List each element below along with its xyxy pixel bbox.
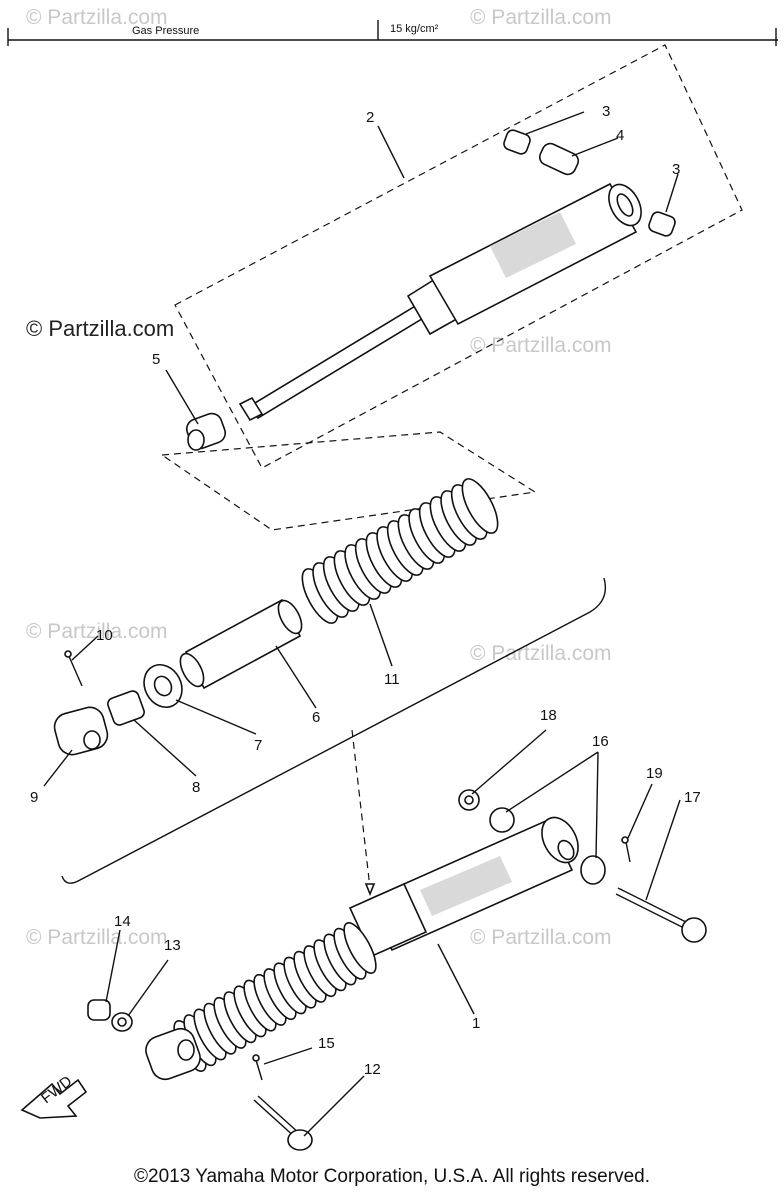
watermarks: © Partzilla.com © Partzilla.com © Partzi…: [26, 6, 612, 949]
cotter-pin-upper: [621, 836, 631, 863]
gas-pressure-value: 15 kg/cm²: [390, 23, 439, 35]
spring-cover: [179, 598, 303, 690]
bushing-lower: [648, 211, 676, 237]
watermark: © Partzilla.com: [26, 926, 168, 949]
watermark: © Partzilla.com: [470, 926, 612, 949]
collar: [107, 690, 145, 726]
rear-shock-absorber: [145, 816, 579, 1081]
cotter-pin-lower: [252, 1054, 263, 1081]
washer: [143, 664, 183, 708]
washer-lower: [111, 1012, 133, 1032]
callout-12: 12: [364, 1061, 381, 1078]
gas-pressure-label: Gas Pressure: [132, 25, 199, 37]
spec-table: Gas Pressure 15 kg/cm²: [7, 20, 778, 46]
callout-16: 16: [592, 733, 609, 750]
bushing-upper: [503, 129, 531, 155]
callout-10: 10: [96, 627, 113, 644]
spring-coil: [461, 478, 499, 534]
callout-17: 17: [684, 789, 701, 806]
washer-upper: [458, 789, 480, 811]
subassembly-bracket: [61, 577, 607, 897]
rubber-stopper: [185, 412, 227, 451]
watermark: © Partzilla.com: [470, 334, 612, 357]
eye-collar: [538, 142, 580, 176]
watermark: © Partzilla.com: [470, 642, 612, 665]
end-cap: [53, 706, 109, 756]
callout-3: 3: [602, 103, 610, 120]
callout-15: 15: [318, 1035, 335, 1052]
spring: [301, 478, 499, 624]
callout-2: 2: [366, 109, 374, 126]
fwd-arrow-icon: FWD: [20, 1073, 88, 1119]
callout-3: 3: [672, 161, 680, 178]
callout-5: 5: [152, 351, 160, 368]
pin: [64, 650, 83, 687]
callout-11: 11: [384, 671, 400, 688]
watermark: © Partzilla.com: [26, 620, 168, 643]
callout-8: 8: [192, 779, 200, 796]
bolt-lower: [253, 1095, 313, 1151]
watermark-main: © Partzilla.com: [26, 316, 174, 341]
leader-lines: [43, 111, 681, 1137]
copyright-notice: ©2013 Yamaha Motor Corporation, U.S.A. A…: [134, 1166, 650, 1187]
callout-14: 14: [114, 913, 131, 930]
callout-7: 7: [254, 737, 262, 754]
damper-group-outline: [160, 44, 743, 531]
gas-damper: [238, 182, 642, 422]
bolt-upper: [615, 887, 707, 943]
callout-19: 19: [646, 765, 663, 782]
callout-13: 13: [164, 937, 181, 954]
callout-18: 18: [540, 707, 557, 724]
callout-6: 6: [312, 709, 320, 726]
spring-coil: [343, 922, 377, 974]
callout-numbers: 2 3 4 3 5 6 7 8 9 10 11 1 12 13 14 15 16…: [30, 103, 701, 1078]
callout-1: 1: [472, 1015, 480, 1032]
watermark: © Partzilla.com: [470, 6, 612, 29]
callout-4: 4: [616, 127, 624, 144]
watermark: © Partzilla.com: [26, 6, 168, 29]
collar-upper: [489, 807, 606, 885]
callout-9: 9: [30, 789, 38, 806]
collar-lower: [87, 999, 111, 1021]
